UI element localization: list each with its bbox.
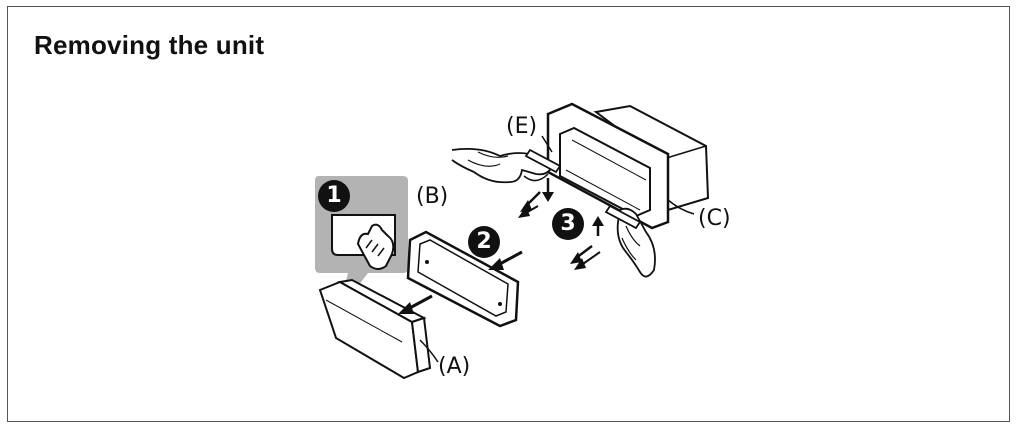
page-title: Removing the unit	[34, 30, 265, 60]
leader-e	[541, 135, 553, 153]
left-hand-key	[451, 147, 562, 184]
label-c: (C)	[698, 206, 731, 231]
label-b: (B)	[416, 184, 449, 209]
arrow-insert-keys-icon	[518, 178, 554, 218]
leader-a	[419, 339, 439, 363]
step-2-marker: 2	[468, 226, 500, 258]
right-hand-key	[604, 204, 656, 278]
faceplate-a	[318, 278, 432, 380]
step-1-marker: 1	[318, 180, 350, 212]
extraction-key-icon	[524, 148, 562, 174]
label-e: (E)	[506, 114, 538, 139]
figure-frame	[7, 6, 1010, 422]
trim-plate-b	[406, 230, 520, 328]
arrow-remove-faceplate-icon	[398, 294, 433, 314]
leader-c	[667, 199, 695, 215]
label-a: (A)	[438, 354, 471, 379]
step-3-marker: 3	[552, 208, 584, 240]
arrow-remove-trim-icon	[488, 250, 523, 270]
arrow-pull-out-icon	[570, 216, 604, 270]
